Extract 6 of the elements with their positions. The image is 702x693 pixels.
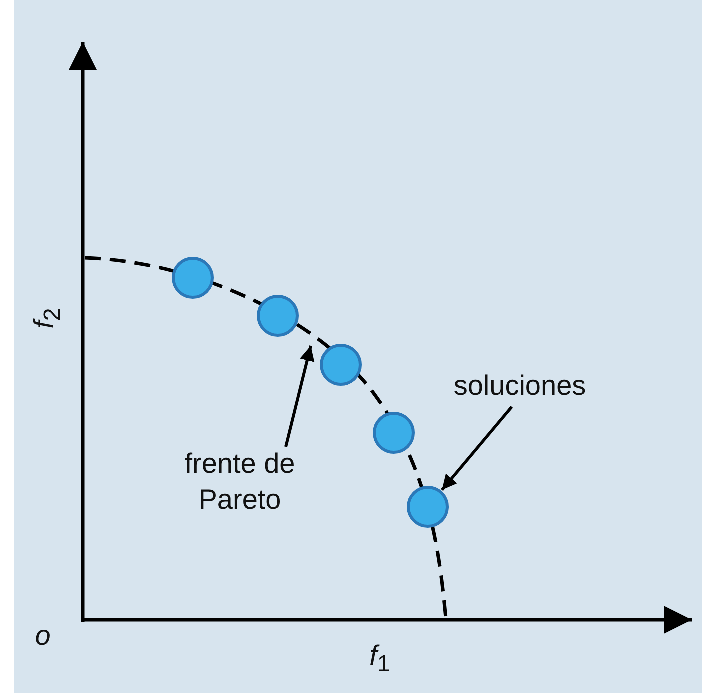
axis-label: f$_{1}$ — [368, 639, 392, 679]
annotation-text: frente de Pareto — [170, 446, 310, 519]
annotation-text: soluciones — [420, 368, 620, 404]
leader-arrow — [441, 406, 514, 492]
leader-arrow — [284, 346, 315, 448]
origin-label: o — [34, 619, 52, 653]
